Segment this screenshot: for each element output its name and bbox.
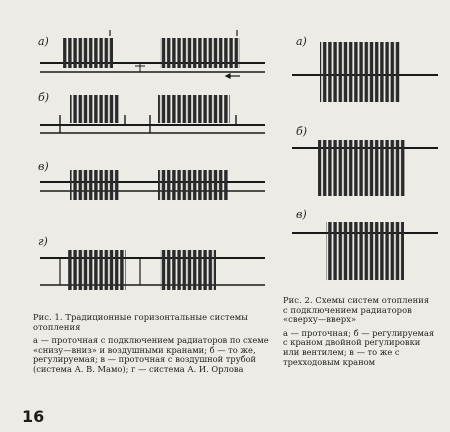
fig1g-radiator-1: [68, 250, 126, 290]
fig1a-radiator-2: [160, 38, 240, 68]
fig1-panel-b-pipes: [40, 115, 265, 134]
fig1b-radiator-1: [70, 95, 120, 123]
fig1-label-b: б): [38, 91, 49, 104]
fig1-label-v: в): [38, 160, 49, 173]
figure-1-caption: Рис. 1. Традиционные горизонтальные сист…: [33, 312, 271, 375]
figure-2-caption: Рис. 2. Схемы систем отопления с подключ…: [283, 295, 435, 367]
fig1v-radiator-2: [158, 170, 228, 200]
figure-1-diagram: а) б) в): [38, 30, 265, 290]
fig2v-radiator: [326, 222, 404, 280]
fig2-label-b: б): [296, 125, 307, 138]
fig1g-radiator-2: [160, 250, 216, 290]
fig2b-radiator: [318, 140, 406, 196]
fig1-label-a: а): [38, 35, 49, 48]
fig2a-radiator: [320, 42, 400, 102]
fig1b-radiator-2: [158, 95, 230, 123]
fig1v-radiator-1: [70, 170, 120, 200]
figure-2-diagram: а) б) в): [292, 35, 438, 280]
figure-1-caption-body: а — проточная с подключением радиаторов …: [33, 335, 269, 374]
fig2-label-v: в): [296, 208, 307, 221]
figure-2-caption-title: Рис. 2. Схемы систем отопления с подключ…: [283, 295, 430, 325]
fig1a-radiator-1: [63, 38, 113, 68]
figure-1-caption-title: Рис. 1. Традиционные горизонтальные сист…: [33, 312, 249, 332]
fig2-label-a: а): [296, 35, 307, 48]
figure-2-caption-body: а — проточная; б — регулируемая с краном…: [283, 327, 435, 367]
fig1-label-g: г): [38, 235, 48, 248]
page-number: 16: [22, 407, 45, 426]
